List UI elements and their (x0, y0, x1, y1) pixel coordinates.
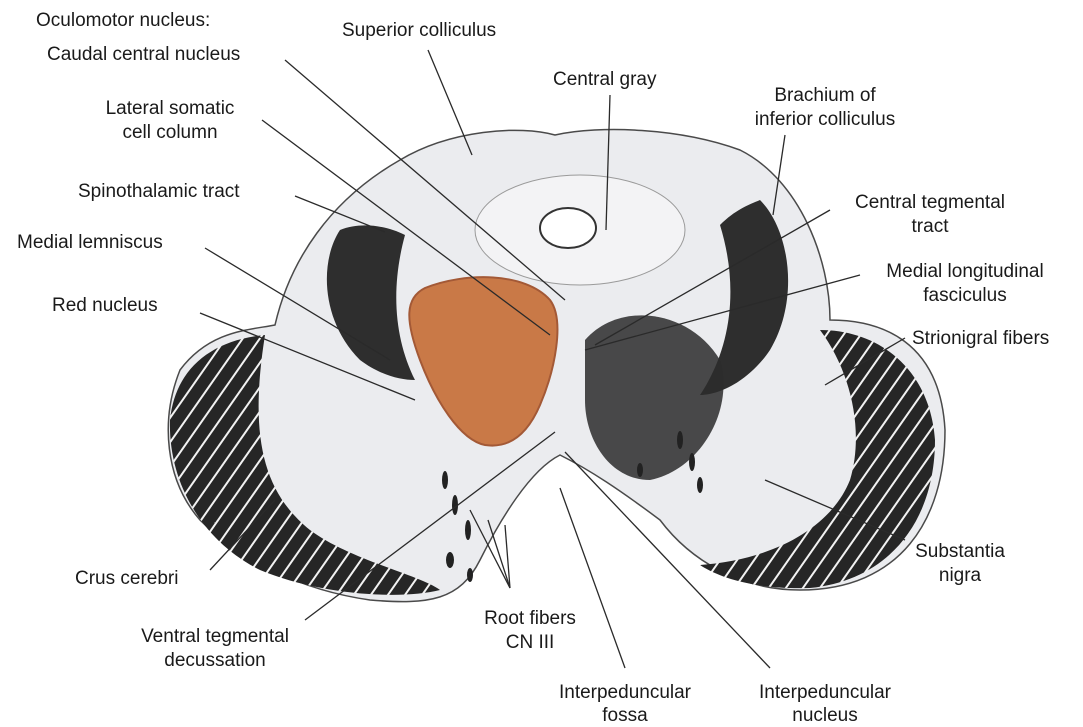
label-brachium-line1: Brachium of (730, 84, 920, 107)
label-ventral-tegmental-line1: Ventral tegmental (115, 625, 315, 648)
cerebral-aqueduct (540, 208, 596, 248)
label-substantia-nigra-line2: nigra (900, 564, 1020, 587)
label-ventral-tegmental-line2: decussation (115, 649, 315, 672)
label-root-fibers-line2: CN III (460, 631, 600, 654)
label-spinothalamic-tract: Spinothalamic tract (78, 180, 240, 203)
label-interpeduncular-fossa-line1: Interpeduncular (540, 681, 710, 704)
label-central-tegmental-line1: Central tegmental (830, 191, 1030, 214)
label-lateral-somatic-line2: cell column (80, 121, 260, 144)
label-lateral-somatic-line1: Lateral somatic (80, 97, 260, 120)
label-root-fibers-line1: Root fibers (460, 607, 600, 630)
label-crus-cerebri: Crus cerebri (75, 567, 178, 590)
label-interpeduncular-nucleus-line1: Interpeduncular (735, 681, 915, 704)
label-strionigral-fibers: Strionigral fibers (912, 327, 1049, 350)
label-mlf-line1: Medial longitudinal (860, 260, 1070, 283)
label-central-tegmental-line2: tract (830, 215, 1030, 238)
label-brachium-line2: inferior colliculus (730, 108, 920, 131)
label-interpeduncular-nucleus-line2: nucleus (735, 704, 915, 727)
label-mlf-line2: fasciculus (860, 284, 1070, 307)
label-oculomotor-heading: Oculomotor nucleus: (36, 9, 210, 32)
label-caudal-central-nucleus: Caudal central nucleus (47, 43, 240, 66)
label-substantia-nigra-line1: Substantia (900, 540, 1020, 563)
label-medial-lemniscus: Medial lemniscus (17, 231, 163, 254)
label-interpeduncular-fossa-line2: fossa (540, 704, 710, 727)
label-central-gray: Central gray (553, 68, 657, 91)
label-red-nucleus: Red nucleus (52, 294, 158, 317)
label-superior-colliculus: Superior colliculus (342, 19, 496, 42)
